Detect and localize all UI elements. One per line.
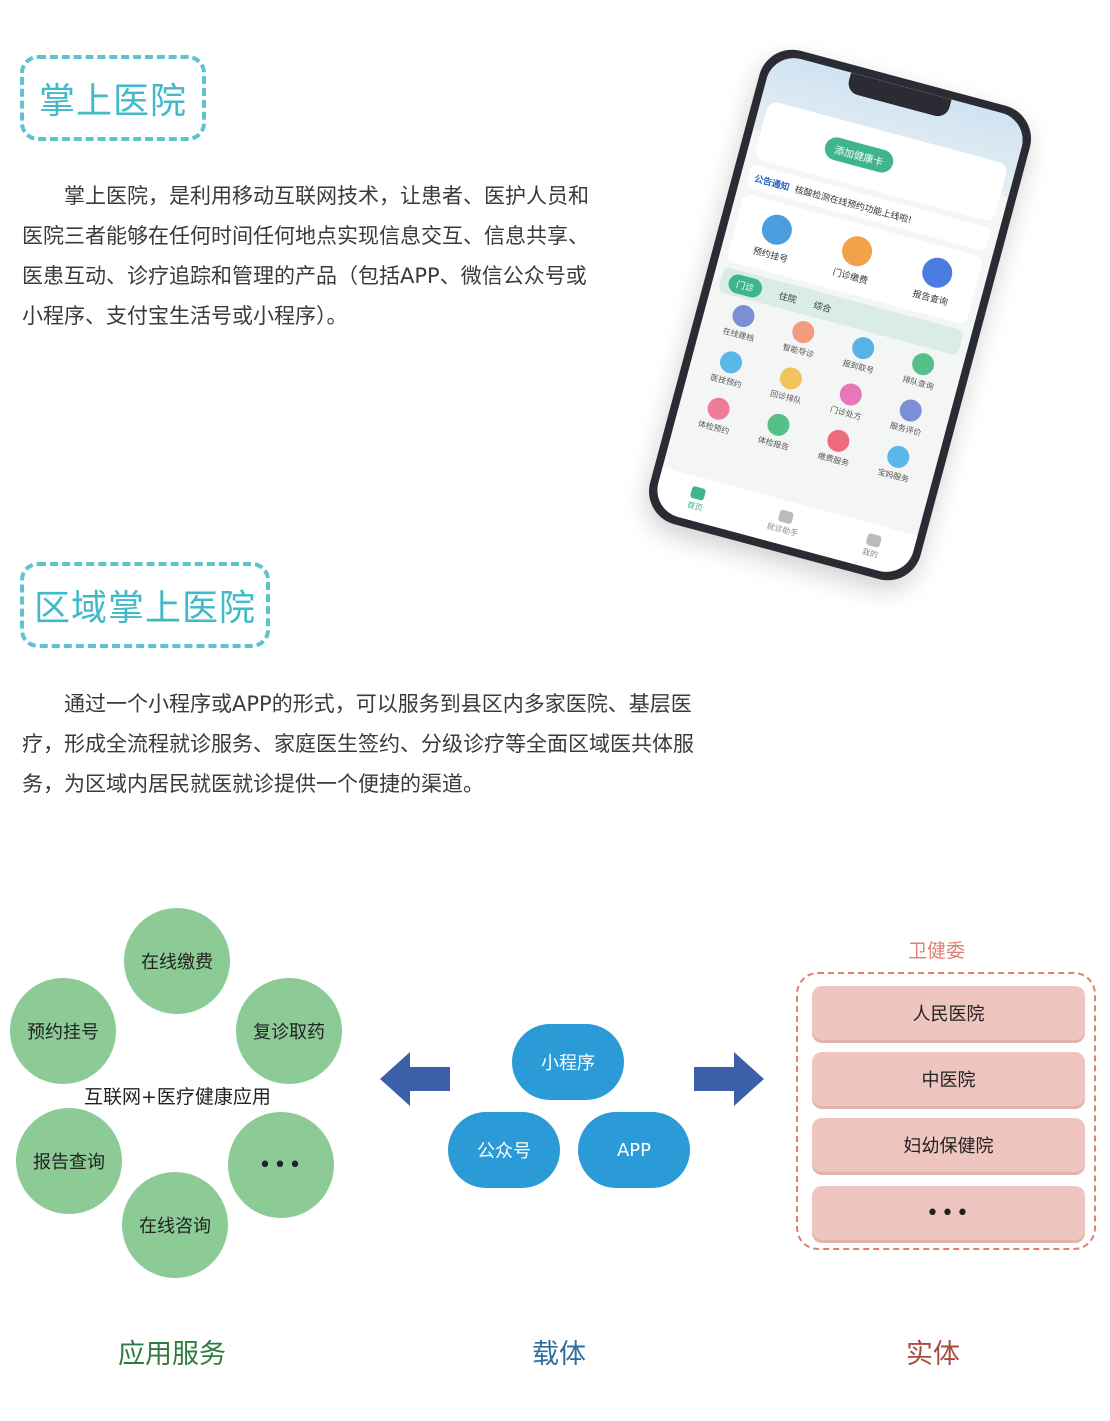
- section2-paragraph: 通过一个小程序或APP的形式，可以服务到县区内多家医院、基层医疗，形成全流程就诊…: [22, 692, 694, 796]
- arrow-right-icon: [694, 1052, 764, 1106]
- service-report[interactable]: 报告查询: [911, 253, 958, 308]
- caption-services: 应用服务: [118, 1339, 226, 1370]
- service-payment[interactable]: 门诊缴费: [831, 232, 879, 287]
- phone-tabbar: 首页 就诊助手 我的: [651, 467, 918, 579]
- service-circle-report: 报告查询: [16, 1108, 122, 1214]
- grid-label: 体检预约: [696, 419, 731, 437]
- checkup-icon: [705, 395, 733, 423]
- service-circle-appointment: 预约挂号: [10, 978, 116, 1084]
- grid-label: 缴费服务: [816, 451, 850, 469]
- tab-outpatient[interactable]: 门诊: [726, 271, 765, 300]
- home-icon: [690, 485, 707, 501]
- grid-item[interactable]: 医技预约: [695, 344, 764, 395]
- grid-label: 体检报告: [756, 435, 791, 453]
- heart-icon: [824, 427, 852, 455]
- scan-icon: [717, 348, 745, 376]
- grid-label: 宝妈服务: [876, 467, 910, 485]
- flower-icon: [897, 397, 925, 425]
- grid-label: 回诊排队: [769, 388, 803, 406]
- grid-item[interactable]: 门诊处方: [814, 376, 883, 427]
- grid-label: 服务评价: [889, 420, 923, 438]
- service-circle-payment: 在线缴费: [124, 908, 230, 1014]
- grid-item[interactable]: 报到取号: [827, 329, 896, 380]
- add-health-card-button[interactable]: 添加健康卡: [822, 134, 896, 176]
- notice-tag: 公告通知: [753, 173, 791, 193]
- entity-tcm-hospital: 中医院: [812, 1052, 1085, 1106]
- services-center-label: 互联网+医疗健康应用: [84, 1086, 271, 1108]
- grid-label: 排队查询: [901, 374, 935, 392]
- phone-screen: 添加健康卡 公告通知 核酸检测在线预约功能上线啦! 预约挂号 门诊缴费 报告查询…: [651, 51, 1029, 579]
- tabbar-label: 就诊助手: [765, 520, 800, 538]
- entity-more: •••: [812, 1186, 1085, 1240]
- grid-label: 门诊处方: [829, 404, 863, 422]
- phone-mockup: 添加健康卡 公告通知 核酸检测在线预约功能上线啦! 预约挂号 门诊缴费 报告查询…: [641, 42, 1039, 588]
- service-circle-more: •••: [228, 1112, 334, 1218]
- grid-item[interactable]: 体检预约: [682, 390, 751, 441]
- caption-entities: 实体: [906, 1339, 960, 1370]
- section2-title: 区域掌上医院: [33, 588, 256, 629]
- person-icon: [777, 364, 805, 392]
- carrier-official-account: 公众号: [448, 1112, 560, 1188]
- tabbar-label: 我的: [861, 546, 879, 560]
- tabbar-home[interactable]: 首页: [686, 485, 708, 513]
- entity-group-box: [796, 972, 1096, 1250]
- entity-maternal-child-hospital: 妇幼保健院: [812, 1118, 1085, 1172]
- tab-inpatient[interactable]: 住院: [777, 291, 798, 306]
- report-icon: [765, 411, 792, 439]
- tabbar-assistant[interactable]: 就诊助手: [766, 506, 803, 538]
- grid-item[interactable]: 缴费服务: [802, 422, 871, 473]
- grid-label: 报到取号: [841, 358, 875, 376]
- calendar-icon: [758, 210, 796, 248]
- grid-item[interactable]: 回诊排队: [754, 360, 823, 411]
- section1-paragraph: 掌上医院，是利用移动互联网技术，让患者、医护人员和医院三者能够在任何时间任何地点…: [22, 184, 589, 328]
- queue-icon: [909, 350, 937, 378]
- yen-icon: [838, 232, 876, 270]
- grid-item[interactable]: 体检报告: [742, 406, 811, 457]
- arrow-left-icon: [380, 1052, 450, 1106]
- section1-title: 掌上医院: [38, 81, 187, 122]
- tab-general[interactable]: 综合: [812, 300, 833, 315]
- ticket-icon: [849, 334, 877, 362]
- grid-label: 在线建档: [721, 326, 756, 344]
- grid-item[interactable]: 宝妈服务: [862, 438, 931, 489]
- grid-item[interactable]: 在线建档: [707, 297, 776, 348]
- service-label: 预约挂号: [751, 245, 790, 265]
- grid-item[interactable]: 服务评价: [874, 392, 943, 443]
- carrier-mini-program: 小程序: [512, 1024, 624, 1100]
- file-icon: [729, 302, 757, 330]
- tabbar-me[interactable]: 我的: [861, 532, 883, 560]
- service-label: 报告查询: [911, 288, 949, 308]
- carrier-app: APP: [578, 1112, 690, 1188]
- service-label: 门诊缴费: [831, 267, 869, 287]
- guide-icon: [789, 318, 817, 346]
- baby-icon: [884, 443, 912, 471]
- service-circle-consult: 在线咨询: [122, 1172, 228, 1278]
- service-circle-refill: 复诊取药: [236, 978, 342, 1084]
- assistant-icon: [777, 508, 795, 524]
- prescription-icon: [837, 381, 865, 408]
- section1-title-box: 掌上医院: [20, 55, 206, 141]
- grid-item[interactable]: 排队查询: [887, 346, 956, 397]
- caption-carriers: 载体: [532, 1339, 586, 1370]
- service-appointment[interactable]: 预约挂号: [752, 210, 799, 265]
- grid-item[interactable]: 智能导诊: [767, 313, 836, 364]
- grid-label: 医技预约: [709, 372, 743, 390]
- entity-group-label: 卫健委: [908, 940, 966, 962]
- section2-title-box: 区域掌上医院: [20, 562, 270, 648]
- report-icon: [918, 253, 956, 291]
- user-icon: [865, 532, 882, 548]
- entity-peoples-hospital: 人民医院: [812, 986, 1085, 1040]
- tabbar-label: 首页: [686, 499, 704, 513]
- grid-label: 智能导诊: [781, 342, 815, 360]
